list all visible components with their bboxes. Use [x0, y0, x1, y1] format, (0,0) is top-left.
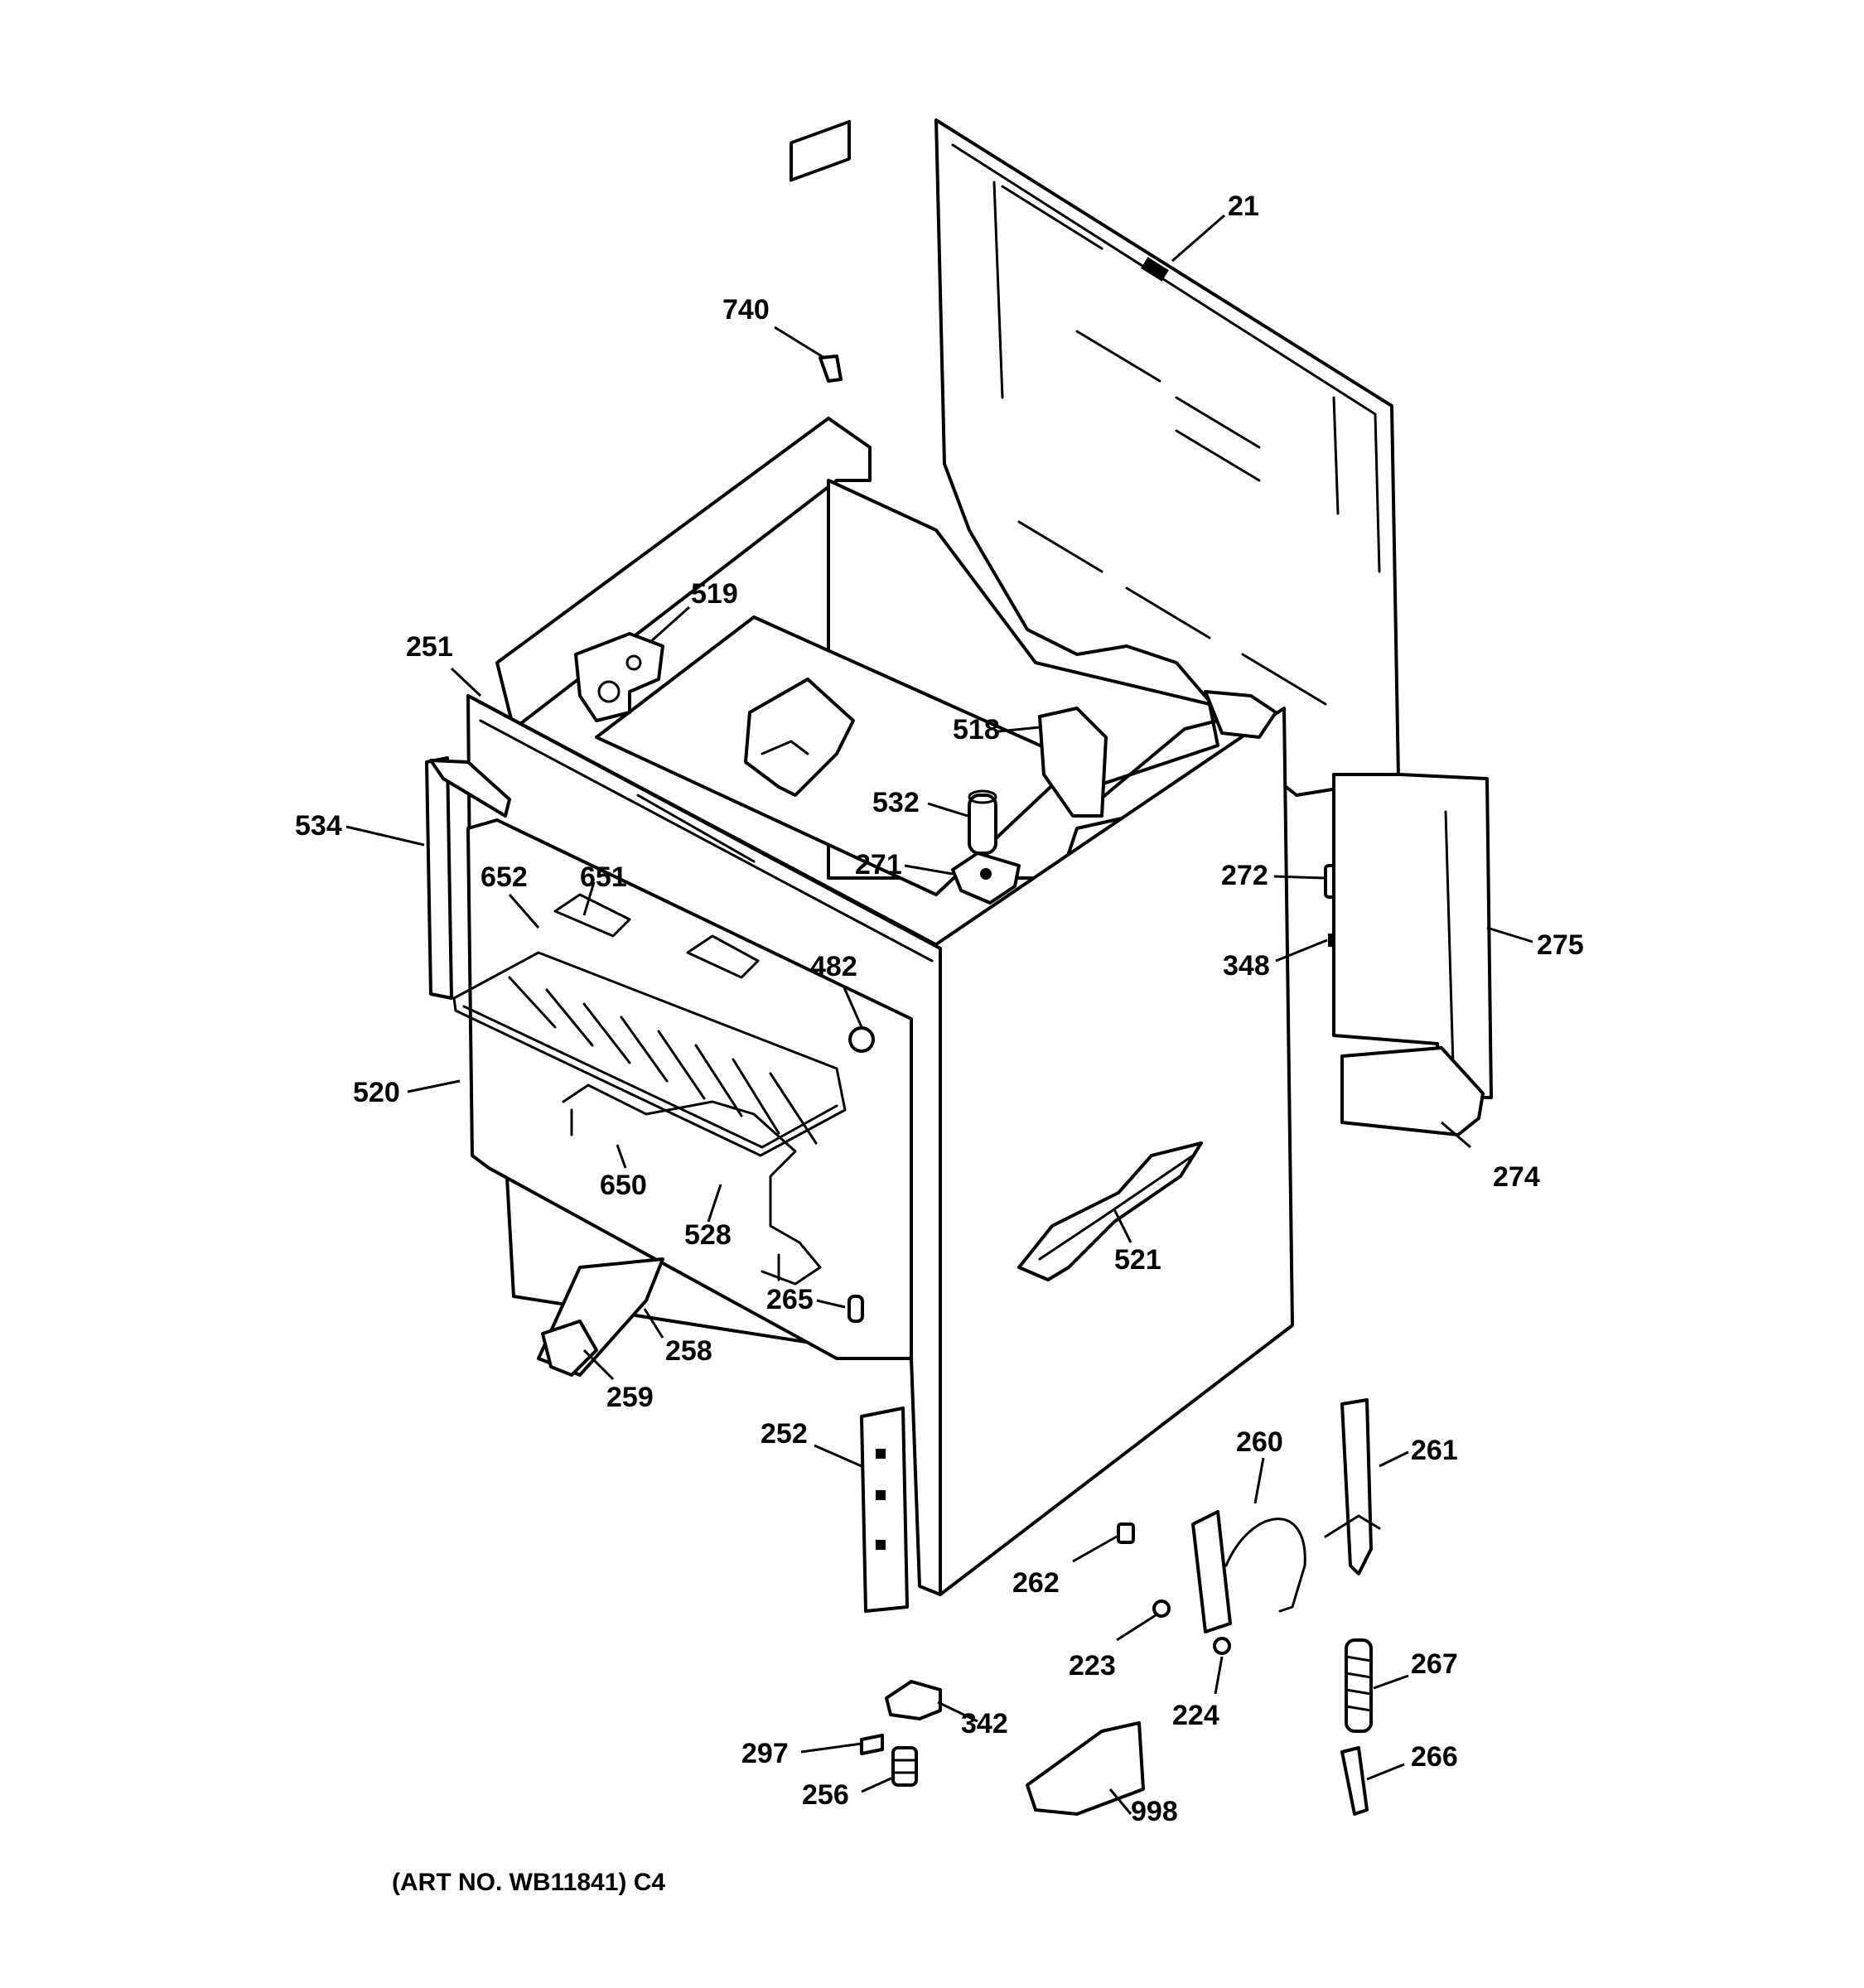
leveler-bracket-342	[885, 1680, 942, 1720]
label-740: 740	[722, 294, 770, 326]
hinge-receiver-260	[1191, 1510, 1306, 1633]
label-260: 260	[1236, 1426, 1283, 1458]
label-274: 274	[1493, 1161, 1540, 1193]
label-520: 520	[353, 1077, 400, 1108]
art-number: (ART NO. WB11841) C4	[392, 1869, 665, 1896]
label-342: 342	[961, 1708, 1008, 1740]
label-266: 266	[1411, 1741, 1458, 1773]
label-224: 224	[1172, 1700, 1219, 1731]
label-267: 267	[1411, 1648, 1458, 1680]
label-271: 271	[855, 849, 902, 881]
spring-267	[1345, 1638, 1373, 1733]
oven-floor-shield	[744, 678, 855, 797]
plug-482	[848, 1026, 875, 1053]
oven-rack-520	[452, 951, 847, 1157]
label-252: 252	[761, 1418, 808, 1450]
screw-223	[1152, 1600, 1171, 1618]
label-652: 652	[480, 861, 528, 893]
part-labels: 21 740 519 251 518 534 532 652 651 271 2…	[295, 191, 1584, 1827]
drawer-bracket-259	[541, 1320, 598, 1377]
nut-224	[1213, 1637, 1231, 1655]
cabinet-body	[466, 119, 1294, 1596]
thermostat-271	[951, 852, 1021, 905]
label-21: 21	[1228, 191, 1259, 222]
label-258: 258	[665, 1335, 712, 1367]
label-532: 532	[872, 787, 920, 818]
door-gasket-534	[425, 756, 511, 1000]
label-265: 265	[766, 1284, 814, 1315]
label-223: 223	[1069, 1650, 1116, 1682]
latch-265	[847, 1295, 864, 1323]
side-trim-252	[860, 1407, 909, 1613]
hinge-261	[1324, 1398, 1381, 1575]
label-534: 534	[295, 810, 342, 842]
label-521: 521	[1114, 1244, 1161, 1276]
label-528: 528	[684, 1219, 732, 1251]
label-998: 998	[1131, 1796, 1178, 1827]
leader-lines	[345, 214, 1533, 1815]
label-251: 251	[406, 631, 453, 663]
label-348: 348	[1223, 950, 1270, 982]
bracket-274	[1340, 1046, 1485, 1136]
pin-297	[860, 1734, 884, 1755]
spacer-262	[1117, 1522, 1135, 1544]
label-650: 650	[600, 1170, 647, 1201]
label-519: 519	[691, 578, 738, 610]
label-275: 275	[1537, 929, 1584, 961]
insulation-519	[574, 632, 664, 722]
clip-740	[819, 355, 843, 383]
leveling-leg-256	[891, 1746, 918, 1787]
label-262: 262	[1012, 1567, 1060, 1599]
label-482: 482	[810, 951, 857, 982]
label-272: 272	[1221, 860, 1268, 891]
link-266	[1340, 1746, 1369, 1816]
label-297: 297	[741, 1738, 789, 1769]
label-651: 651	[580, 861, 627, 893]
label-518: 518	[953, 714, 1000, 746]
back-panel-21	[934, 118, 1400, 797]
label-256: 256	[802, 1779, 849, 1811]
sensor-532	[968, 789, 997, 855]
insulation-518	[1038, 707, 1108, 818]
side-panel-cutout-521	[1017, 1141, 1203, 1281]
bracket-998	[1026, 1721, 1145, 1816]
bake-element-650	[562, 1083, 822, 1286]
label-259: 259	[606, 1382, 654, 1413]
broil-element-651	[553, 893, 760, 979]
label-261: 261	[1411, 1435, 1458, 1466]
